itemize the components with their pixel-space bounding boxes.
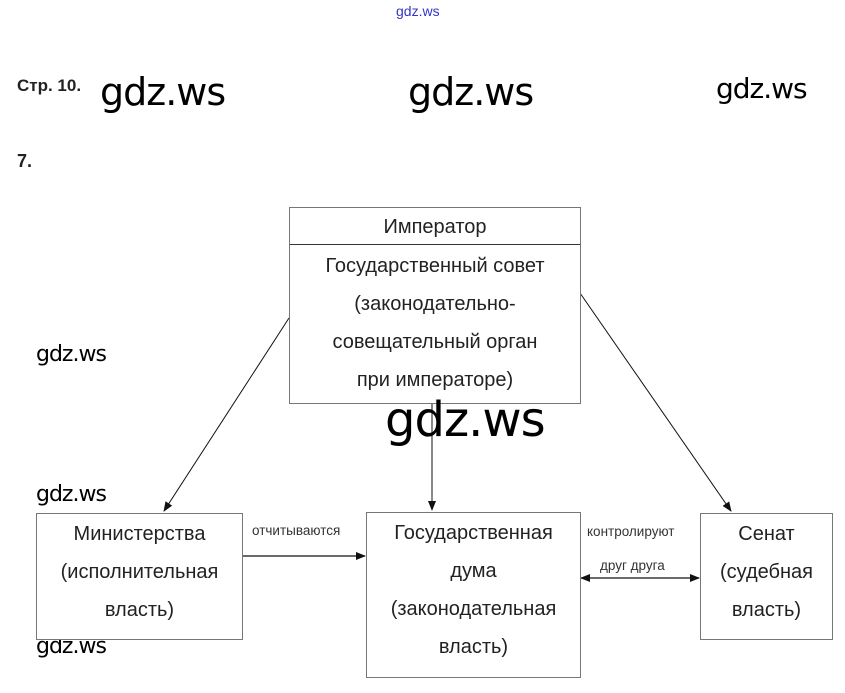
watermark: gdz.ws bbox=[408, 70, 534, 114]
emperor-line: (законодательно- bbox=[354, 293, 516, 315]
arrow-emperor-to-senate bbox=[579, 292, 732, 512]
emperor-box: Император Государственный совет (законод… bbox=[289, 207, 581, 404]
duma-line: (законодательная bbox=[390, 598, 557, 620]
emperor-line: совещательный орган bbox=[332, 331, 538, 353]
senate-line: (судебная bbox=[719, 561, 814, 583]
senate-box: Сенат (судебная власть) bbox=[700, 513, 833, 640]
edge-label-report: отчитываются bbox=[252, 523, 341, 538]
duma-line: Государственная bbox=[394, 522, 553, 544]
duma-box: Государственная дума (законодательная вл… bbox=[366, 512, 581, 678]
emperor-title: Император bbox=[290, 208, 580, 245]
duma-line: власть) bbox=[438, 636, 509, 658]
watermark: gdz.ws bbox=[100, 70, 226, 114]
watermark: gdz.ws bbox=[36, 342, 107, 367]
ministries-line: власть) bbox=[104, 599, 175, 621]
watermark: gdz.ws bbox=[716, 72, 808, 105]
watermark: gdz.ws bbox=[385, 392, 546, 448]
edge-label-control: контролируют bbox=[587, 524, 675, 539]
page-reference: Стр. 10. bbox=[17, 76, 82, 95]
top-watermark: gdz.ws bbox=[396, 3, 440, 19]
emperor-line: при императоре) bbox=[356, 369, 514, 391]
ministries-box: Министерства (исполнительная власть) bbox=[36, 513, 243, 640]
senate-line: Сенат bbox=[738, 523, 795, 545]
ministries-line: Министерства bbox=[73, 523, 206, 545]
ministries-line: (исполнительная bbox=[60, 561, 219, 583]
emperor-line: Государственный совет bbox=[325, 255, 545, 277]
duma-line: дума bbox=[450, 560, 497, 582]
task-number: 7. bbox=[17, 151, 33, 171]
senate-line: власть) bbox=[731, 599, 802, 621]
arrow-emperor-to-ministries bbox=[163, 317, 290, 512]
edge-label-mutual: друг друга bbox=[600, 558, 665, 573]
watermark: gdz.ws bbox=[36, 482, 107, 507]
